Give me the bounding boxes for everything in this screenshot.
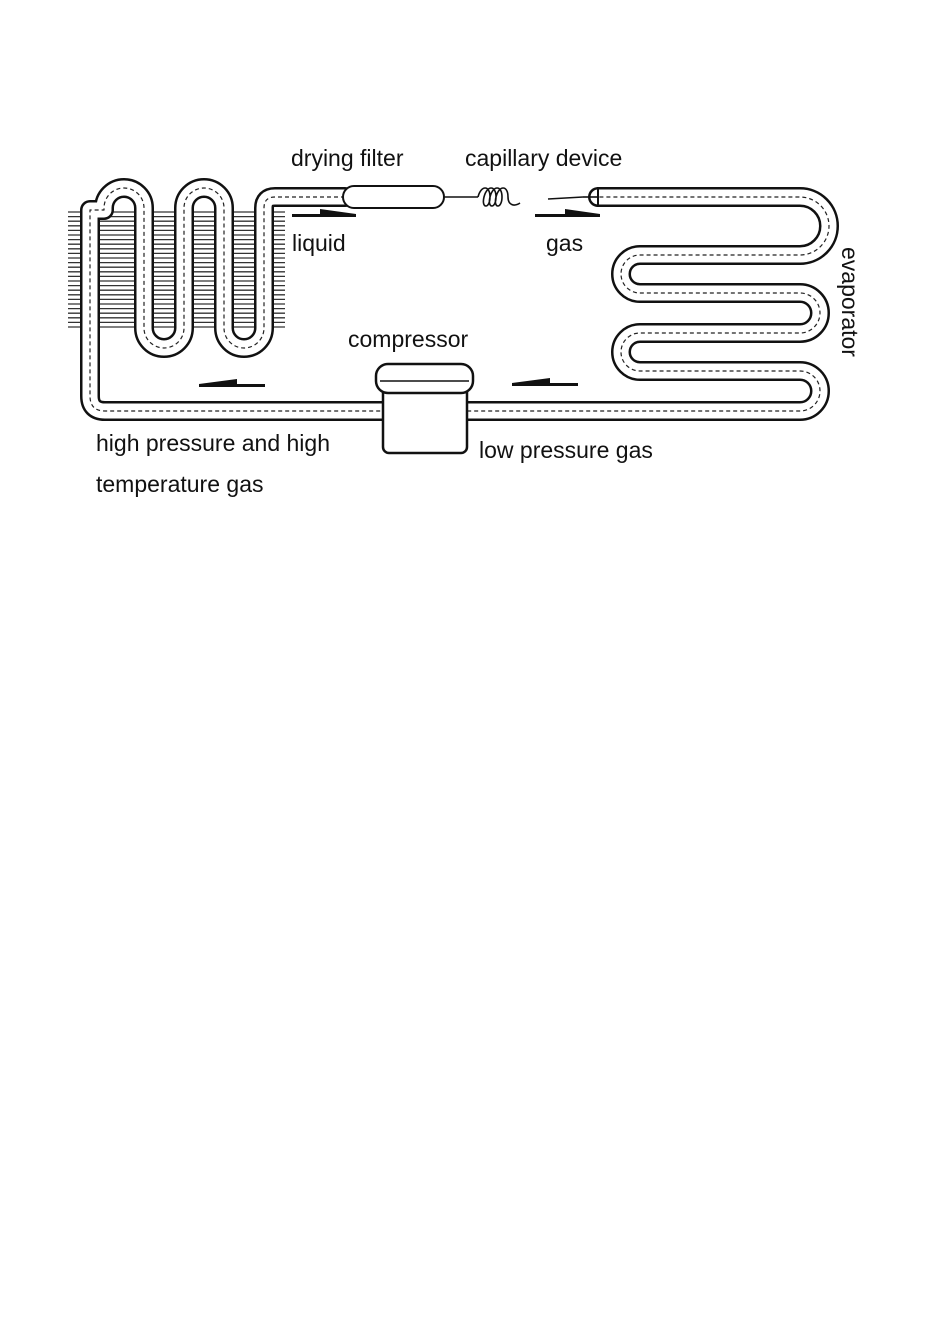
- drying-filter-label: drying filter: [291, 145, 404, 171]
- liquid-label: liquid: [292, 230, 346, 256]
- flow-arrow-liquid-icon: [292, 209, 356, 217]
- capillary-device-icon: [444, 188, 598, 206]
- flow-arrow-low-pressure-icon: [512, 378, 578, 386]
- gas-label: gas: [546, 230, 583, 256]
- flow-arrow-high-pressure-icon: [199, 379, 265, 387]
- flow-arrow-gas-icon: [535, 209, 600, 217]
- high-pressure-label-line2: temperature gas: [96, 471, 263, 497]
- capillary-device-label: capillary device: [465, 145, 622, 171]
- evaporator-label: evaporator: [837, 247, 863, 357]
- compressor-label: compressor: [348, 326, 468, 352]
- low-pressure-gas-label: low pressure gas: [479, 437, 653, 463]
- compressor-icon: [376, 364, 473, 453]
- high-pressure-label-line1: high pressure and high: [96, 430, 330, 456]
- drying-filter-icon: [343, 186, 444, 208]
